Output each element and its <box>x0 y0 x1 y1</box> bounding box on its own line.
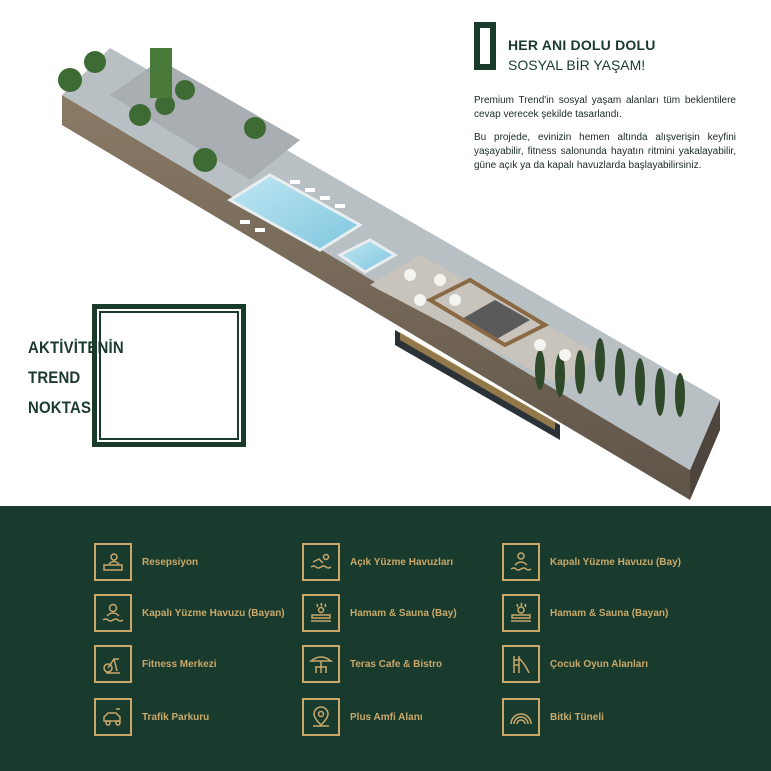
playground-slide-icon <box>502 645 540 683</box>
callout-line-1: AKTİVİTENİN <box>28 338 124 357</box>
toy-car-icon <box>94 698 132 736</box>
indoor-pool-male-icon <box>502 543 540 581</box>
exercise-bike-icon <box>94 645 132 683</box>
callout-box <box>92 304 246 447</box>
amenity-label: Hamam & Sauna (Bay) <box>350 607 457 619</box>
amenity-item: Bitki Tüneli <box>502 698 604 736</box>
callout-inner-frame <box>99 311 239 440</box>
swimmer-icon <box>302 543 340 581</box>
sauna-female-icon <box>502 594 540 632</box>
amenity-item: Resepsiyon <box>94 543 198 581</box>
amenity-label: Trafik Parkuru <box>142 711 210 723</box>
outdoor-pool <box>227 173 363 252</box>
amenity-label: Fitness Merkezi <box>142 658 217 670</box>
amenity-item: Çocuk Oyun Alanları <box>502 645 648 683</box>
heading-title: HER ANI DOLU DOLU <box>508 37 656 53</box>
amenities-panel: Resepsiyon Açık Yüzme Havuzları Kapalı Y… <box>0 506 771 771</box>
callout-frame <box>92 304 246 447</box>
amenity-label: Resepsiyon <box>142 556 199 568</box>
amenity-item: Plus Amfi Alanı <box>302 698 423 736</box>
amenity-label: Kapalı Yüzme Havuzu (Bayan) <box>142 607 285 619</box>
amenity-label: Plus Amfi Alanı <box>350 711 423 723</box>
indoor-pool-female-icon <box>94 594 132 632</box>
callout-line-2: TREND <box>28 368 81 387</box>
intro-paragraph-1: Premium Trend'in sosyal yaşam alanları t… <box>474 95 736 120</box>
amenity-item: Kapalı Yüzme Havuzu (Bay) <box>502 543 681 581</box>
site-illustration <box>58 48 720 500</box>
amenity-label: Bitki Tüneli <box>550 711 604 723</box>
amenity-item: Kapalı Yüzme Havuzu (Bayan) <box>94 594 285 632</box>
amenity-label: Teras Cafe & Bistro <box>350 658 443 670</box>
reception-icon <box>94 543 132 581</box>
sauna-male-icon <box>302 594 340 632</box>
amenity-item: Trafik Parkuru <box>94 698 209 736</box>
arch-tunnel-icon <box>502 698 540 736</box>
amenity-label: Hamam & Sauna (Bayan) <box>550 607 669 619</box>
top-section: HER ANI DOLU DOLU SOSYAL BİR YAŞAM! Prem… <box>28 22 736 500</box>
amenity-label: Kapalı Yüzme Havuzu (Bay) <box>550 556 681 568</box>
heading-mark <box>474 22 496 70</box>
amenity-label: Açık Yüzme Havuzları <box>350 556 454 568</box>
amenity-item: Fitness Merkezi <box>94 645 216 683</box>
location-pin-icon <box>302 698 340 736</box>
amenity-item: Teras Cafe & Bistro <box>302 645 442 683</box>
amenity-item: Hamam & Sauna (Bayan) <box>502 594 668 632</box>
kids-pool <box>337 238 398 274</box>
heading-subtitle: SOSYAL BİR YAŞAM! <box>508 57 646 73</box>
cafe-umbrella-icon <box>302 645 340 683</box>
amenity-item: Hamam & Sauna (Bay) <box>302 594 457 632</box>
callout-line-3: NOKTASI <box>28 398 96 417</box>
intro-paragraph-2: Bu projede, evinizin hemen altında alışv… <box>474 132 736 171</box>
amenity-item: Açık Yüzme Havuzları <box>302 543 453 581</box>
amenity-label: Çocuk Oyun Alanları <box>550 658 648 670</box>
